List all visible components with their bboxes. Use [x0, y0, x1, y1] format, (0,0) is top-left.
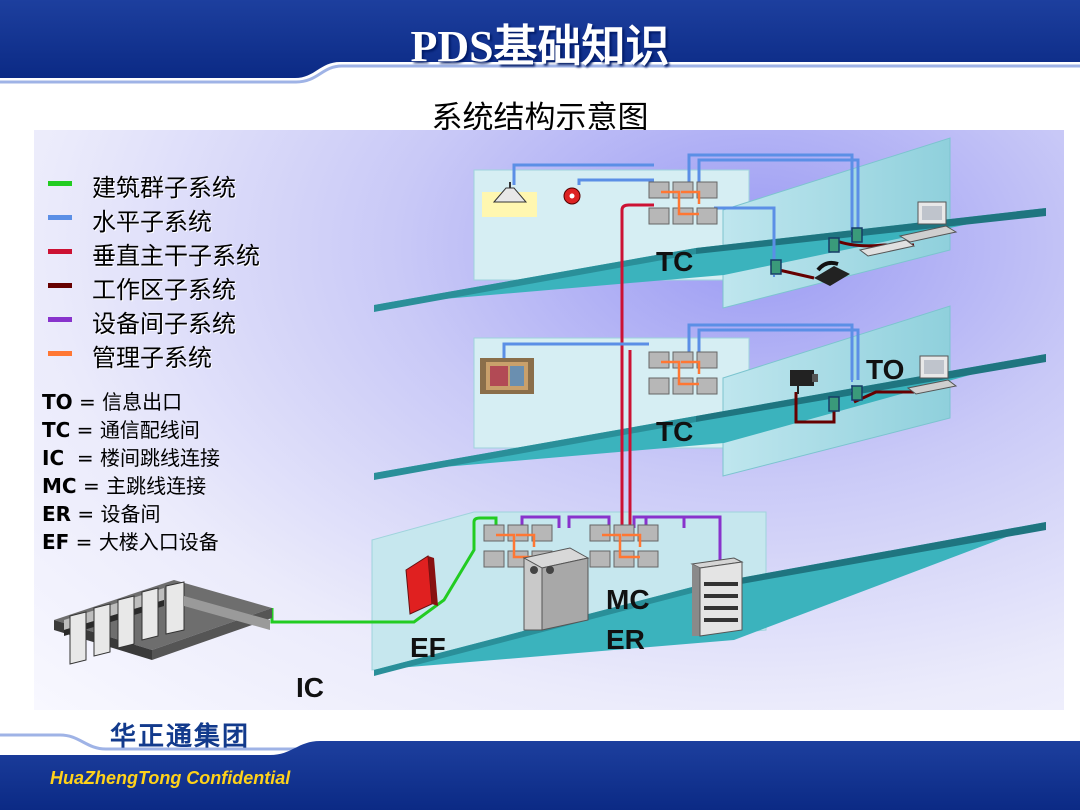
- telephone-icon: [814, 260, 850, 286]
- horizontal-cables-top: [512, 153, 860, 265]
- abbreviation-value: 主跳线连接: [106, 474, 207, 498]
- legend-item-equipment-room: 设备间子系统: [48, 304, 308, 338]
- cross-connect-panels: [483, 181, 718, 568]
- network-diagram: [54, 137, 1046, 676]
- abbreviation-row: IC = 楼间跳线连接: [42, 442, 220, 471]
- abbreviation-separator: =: [64, 446, 100, 470]
- abbreviation-separator: =: [76, 474, 107, 498]
- legend-label: 工作区子系统: [92, 276, 236, 304]
- abbreviation-separator: =: [71, 502, 101, 526]
- legend-label: 设备间子系统: [92, 310, 236, 338]
- abbreviation-row: TO = 信息出口: [42, 386, 182, 415]
- legend-label: 管理子系统: [92, 344, 212, 372]
- abbreviation-value: 通信配线间: [99, 418, 200, 442]
- legend-swatch: [48, 215, 72, 220]
- vertical-backbone-cables: [620, 203, 654, 525]
- label-tc-middle: TC: [656, 416, 694, 447]
- server-icon-rack: [690, 557, 744, 637]
- abbreviation-separator: =: [72, 390, 103, 414]
- legend-swatch: [48, 351, 72, 356]
- abbreviation-separator: =: [70, 418, 100, 442]
- legend-label: 水平子系统: [92, 208, 212, 236]
- label-ic: IC: [296, 672, 324, 703]
- picture-icon: [480, 358, 534, 394]
- entrance-facility-icon: [405, 555, 438, 615]
- label-er: ER: [606, 624, 645, 655]
- legend-item-campus: 建筑群子系统: [48, 168, 308, 202]
- abbreviation-separator: =: [69, 530, 99, 554]
- abbreviation-row: MC = 主跳线连接: [42, 470, 206, 499]
- abbreviation-row: EF = 大楼入口设备: [42, 526, 219, 555]
- computer-icon-middle: [906, 355, 958, 395]
- legend-swatch: [48, 181, 72, 186]
- abbreviation-value: 楼间跳线连接: [99, 446, 220, 470]
- legend-item-work-area: 工作区子系统: [48, 270, 308, 304]
- abbreviation-key: IC: [42, 446, 65, 470]
- page-title: PDS基础知识: [410, 22, 670, 71]
- header-background: [0, 0, 1080, 84]
- label-mc: MC: [606, 584, 650, 615]
- header-banner: PDS基础知识: [0, 0, 1080, 90]
- legend-swatch: [48, 249, 72, 254]
- floor-top: [374, 137, 1046, 312]
- campus-cable: [270, 516, 498, 624]
- information-outlets: [770, 227, 863, 412]
- abbreviation-value: 大楼入口设备: [98, 530, 219, 554]
- abbreviation-value: 设备间: [100, 502, 161, 526]
- computer-icon-top: [858, 201, 958, 257]
- legend-item-backbone: 垂直主干子系统: [48, 236, 308, 270]
- camera-icon: [790, 370, 818, 394]
- company-name: 华正通集团: [110, 722, 251, 752]
- legend-swatch: [48, 317, 72, 322]
- legend-swatch: [48, 283, 72, 288]
- lamp-icon: [482, 182, 537, 217]
- equipment-room-cables: [520, 515, 722, 560]
- footer-banner: [0, 705, 1080, 810]
- abbreviation-value: 信息出口: [102, 390, 183, 414]
- abbreviation-key: MC: [42, 474, 77, 498]
- legend-item-administration: 管理子系统: [48, 338, 308, 372]
- footer-background: [0, 733, 1080, 810]
- abbreviation-key: EF: [42, 530, 70, 554]
- abbreviation-row: TC = 通信配线间: [42, 414, 200, 443]
- building-icon: [54, 580, 272, 665]
- abbreviation-key: TC: [42, 418, 71, 442]
- legend-item-horizontal: 水平子系统: [48, 202, 308, 236]
- legend-label: 垂直主干子系统: [92, 242, 260, 270]
- confidential-notice: HuaZhengTong Confidential: [50, 768, 291, 788]
- legend-label: 建筑群子系统: [92, 174, 236, 202]
- horizontal-cables-middle: [502, 323, 860, 380]
- label-to: TO: [866, 354, 905, 385]
- server-icon-main: [522, 547, 590, 631]
- alarm-icon: [563, 187, 581, 205]
- abbreviation-key: ER: [42, 502, 72, 526]
- abbreviation-row: ER = 设备间: [42, 498, 161, 527]
- abbreviation-key: TO: [42, 390, 73, 414]
- label-tc-top: TC: [656, 246, 694, 277]
- label-ef: EF: [410, 632, 446, 663]
